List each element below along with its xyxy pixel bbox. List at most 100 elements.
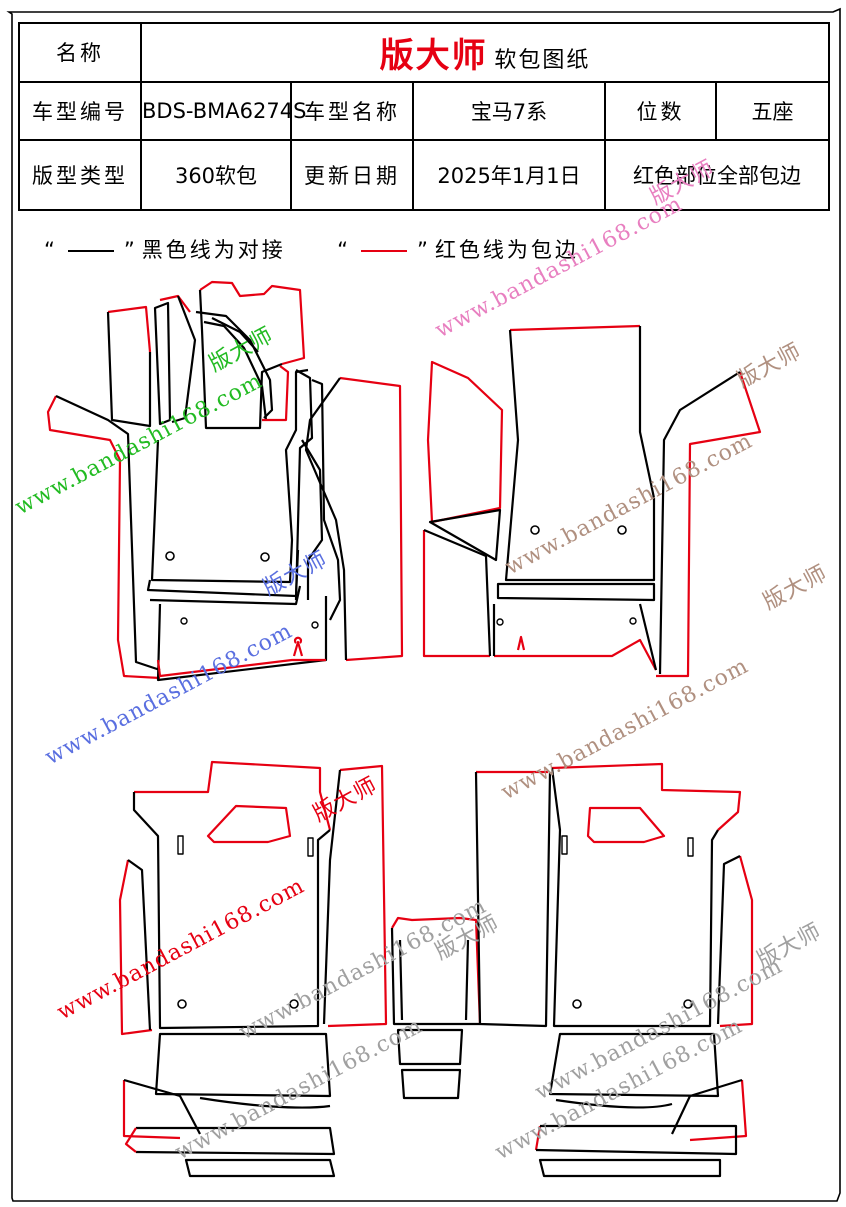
panel-a-pillar-3 [171,295,197,424]
panel-tunnel-inner [398,939,470,1021]
rear-r-hole-1 [572,999,582,1009]
rear-right-panels [474,762,754,1178]
title-suffix: 软包图纸 [494,47,591,73]
panel-door-sill-edge [339,376,404,662]
panel-driver-mat-inner-2 [149,585,302,606]
name-label: 名称 [18,22,142,83]
panel-driver-mat [150,368,309,584]
watermark-url-2: www.bandashi168.com [11,368,267,520]
watermark-url-6: www.bandashi168.com [53,873,309,1025]
rear-r-hole-2 [683,999,693,1009]
watermark-brand-1: 版大师 [646,156,719,210]
update-label: 更新日期 [290,139,414,211]
rear-r-slot-2 [687,837,694,857]
panel-left-side [55,395,161,672]
panel-pedal-cut [262,365,290,422]
panel-tunnel-bottom [400,1068,462,1100]
panel-rear-r-main [550,767,719,1028]
model-code: BDS-BMA6274S [140,80,306,142]
watermark-url-3: www.bandashi168.com [501,428,757,580]
panel-pass-heel-edge [494,638,657,671]
watermark-url-4: www.bandashi168.com [41,618,297,770]
red-line-sample [361,250,408,252]
title-cell: 版大师 软包图纸 [139,22,831,83]
panel-a-pillar-2 [153,301,172,426]
black-line-legend: 黑色线为对接 [141,238,286,262]
panel-rear-r-band-3 [535,1124,738,1156]
watermark-brand-5: 版大师 [759,561,832,615]
panel-pass-mat [504,326,656,582]
line-legend: “”黑色线为对接 “”红色线为包边 [44,238,579,262]
heel-hole-1 [180,617,188,625]
panel-rear-r-band-2 [671,1078,743,1135]
panel-rear-r-band-curve [555,1098,673,1109]
pass-heel-hole-1 [496,618,504,626]
rear-r-cutout [586,806,666,844]
panel-rear-r-band-2-edge [689,1079,748,1142]
panel-rear-r-main-edge [551,762,742,831]
panel-pedal-top-edge [199,280,306,366]
info-table: 名称 版大师 软包图纸 车型编号 BDS-BMA6274S 车型名称 宝马7系 … [18,22,831,211]
panel-rear-l-sill [322,769,342,1025]
panel-tunnel-strip-1 [294,369,314,601]
rear-center-panels [390,916,482,1100]
seats-label: 位数 [604,80,717,142]
panel-pass-lower [423,528,492,657]
red-line-legend: 红色线为包边 [434,238,579,262]
panel-rear-l-band-curve [199,1096,331,1109]
watermark-url-1: www.bandashi168.com [431,191,687,343]
brand-title: 版大师 [379,35,488,76]
rear-l-hole-1 [177,999,187,1009]
panel-rear-l-main [132,792,331,1030]
panel-tunnel-strip-2 [301,439,324,600]
front-right-panels [422,324,762,678]
panel-pedal-strip [195,310,274,419]
panel-pass-wedge [428,508,502,562]
panel-a-pillar-edge [107,305,152,353]
edge-note: 红色部位全部包边 [603,139,831,211]
seats-value: 五座 [714,80,831,142]
panel-tunnel-strip-3 [311,378,342,621]
driver-clip-hole-left [165,551,175,561]
panel-rear-r-outer [716,855,741,1025]
panel-pass-rside [658,371,741,675]
panel-pass-side-edge [426,360,504,524]
rear-l-slot-2 [307,837,314,857]
panel-door-sill [304,377,348,661]
panel-rear-l-band-2-edge [122,1080,181,1140]
pass-clip-hole-left [530,525,540,535]
panel-rear-l-outer [127,859,152,1031]
watermarks: www.bandashi168.com 版大师 www.bandashi168.… [11,156,832,1165]
watermark-url-8: www.bandashi168.com [531,953,787,1105]
panel-rear-l-band-2 [123,1078,201,1135]
panel-pass-rside-edge [656,371,762,678]
rear-l-hole-2 [289,999,299,1009]
watermark-brand-3: 版大师 [733,339,806,393]
panel-rear-l-main-edge [134,760,332,831]
heel-red-clip [292,636,304,657]
panel-rear-r-band [548,1032,720,1098]
pass-clip-hole-right [617,525,627,535]
panel-a-pillar [106,311,152,428]
rear-l-cutout [206,804,292,844]
panel-tunnel-mid [396,1028,464,1066]
model-code-label: 车型编号 [18,80,142,142]
panel-rear-l-band [154,1032,332,1098]
panel-rear-l-sill-edge [327,764,388,1028]
panel-heel-edge [156,658,326,678]
panel-pedal-strip-3 [211,317,259,353]
rear-l-slot-1 [177,835,184,855]
pass-heel-hole-2 [629,617,637,625]
heel-hole-2 [311,621,319,629]
pass-red-clip [516,635,526,651]
panel-rear-r-band-4 [538,1158,722,1178]
panel-heel [156,596,328,682]
panel-tunnel-top [390,927,480,1026]
model-name: 宝马7系 [412,80,606,142]
panel-left-side-edge [46,395,161,680]
panel-rear-r-sill [474,771,552,1028]
panel-rear-l-outer-edge [118,859,153,1036]
panel-rear-r-outer-edge [719,855,754,1028]
panel-rear-r-band-3-edge [534,1125,542,1151]
